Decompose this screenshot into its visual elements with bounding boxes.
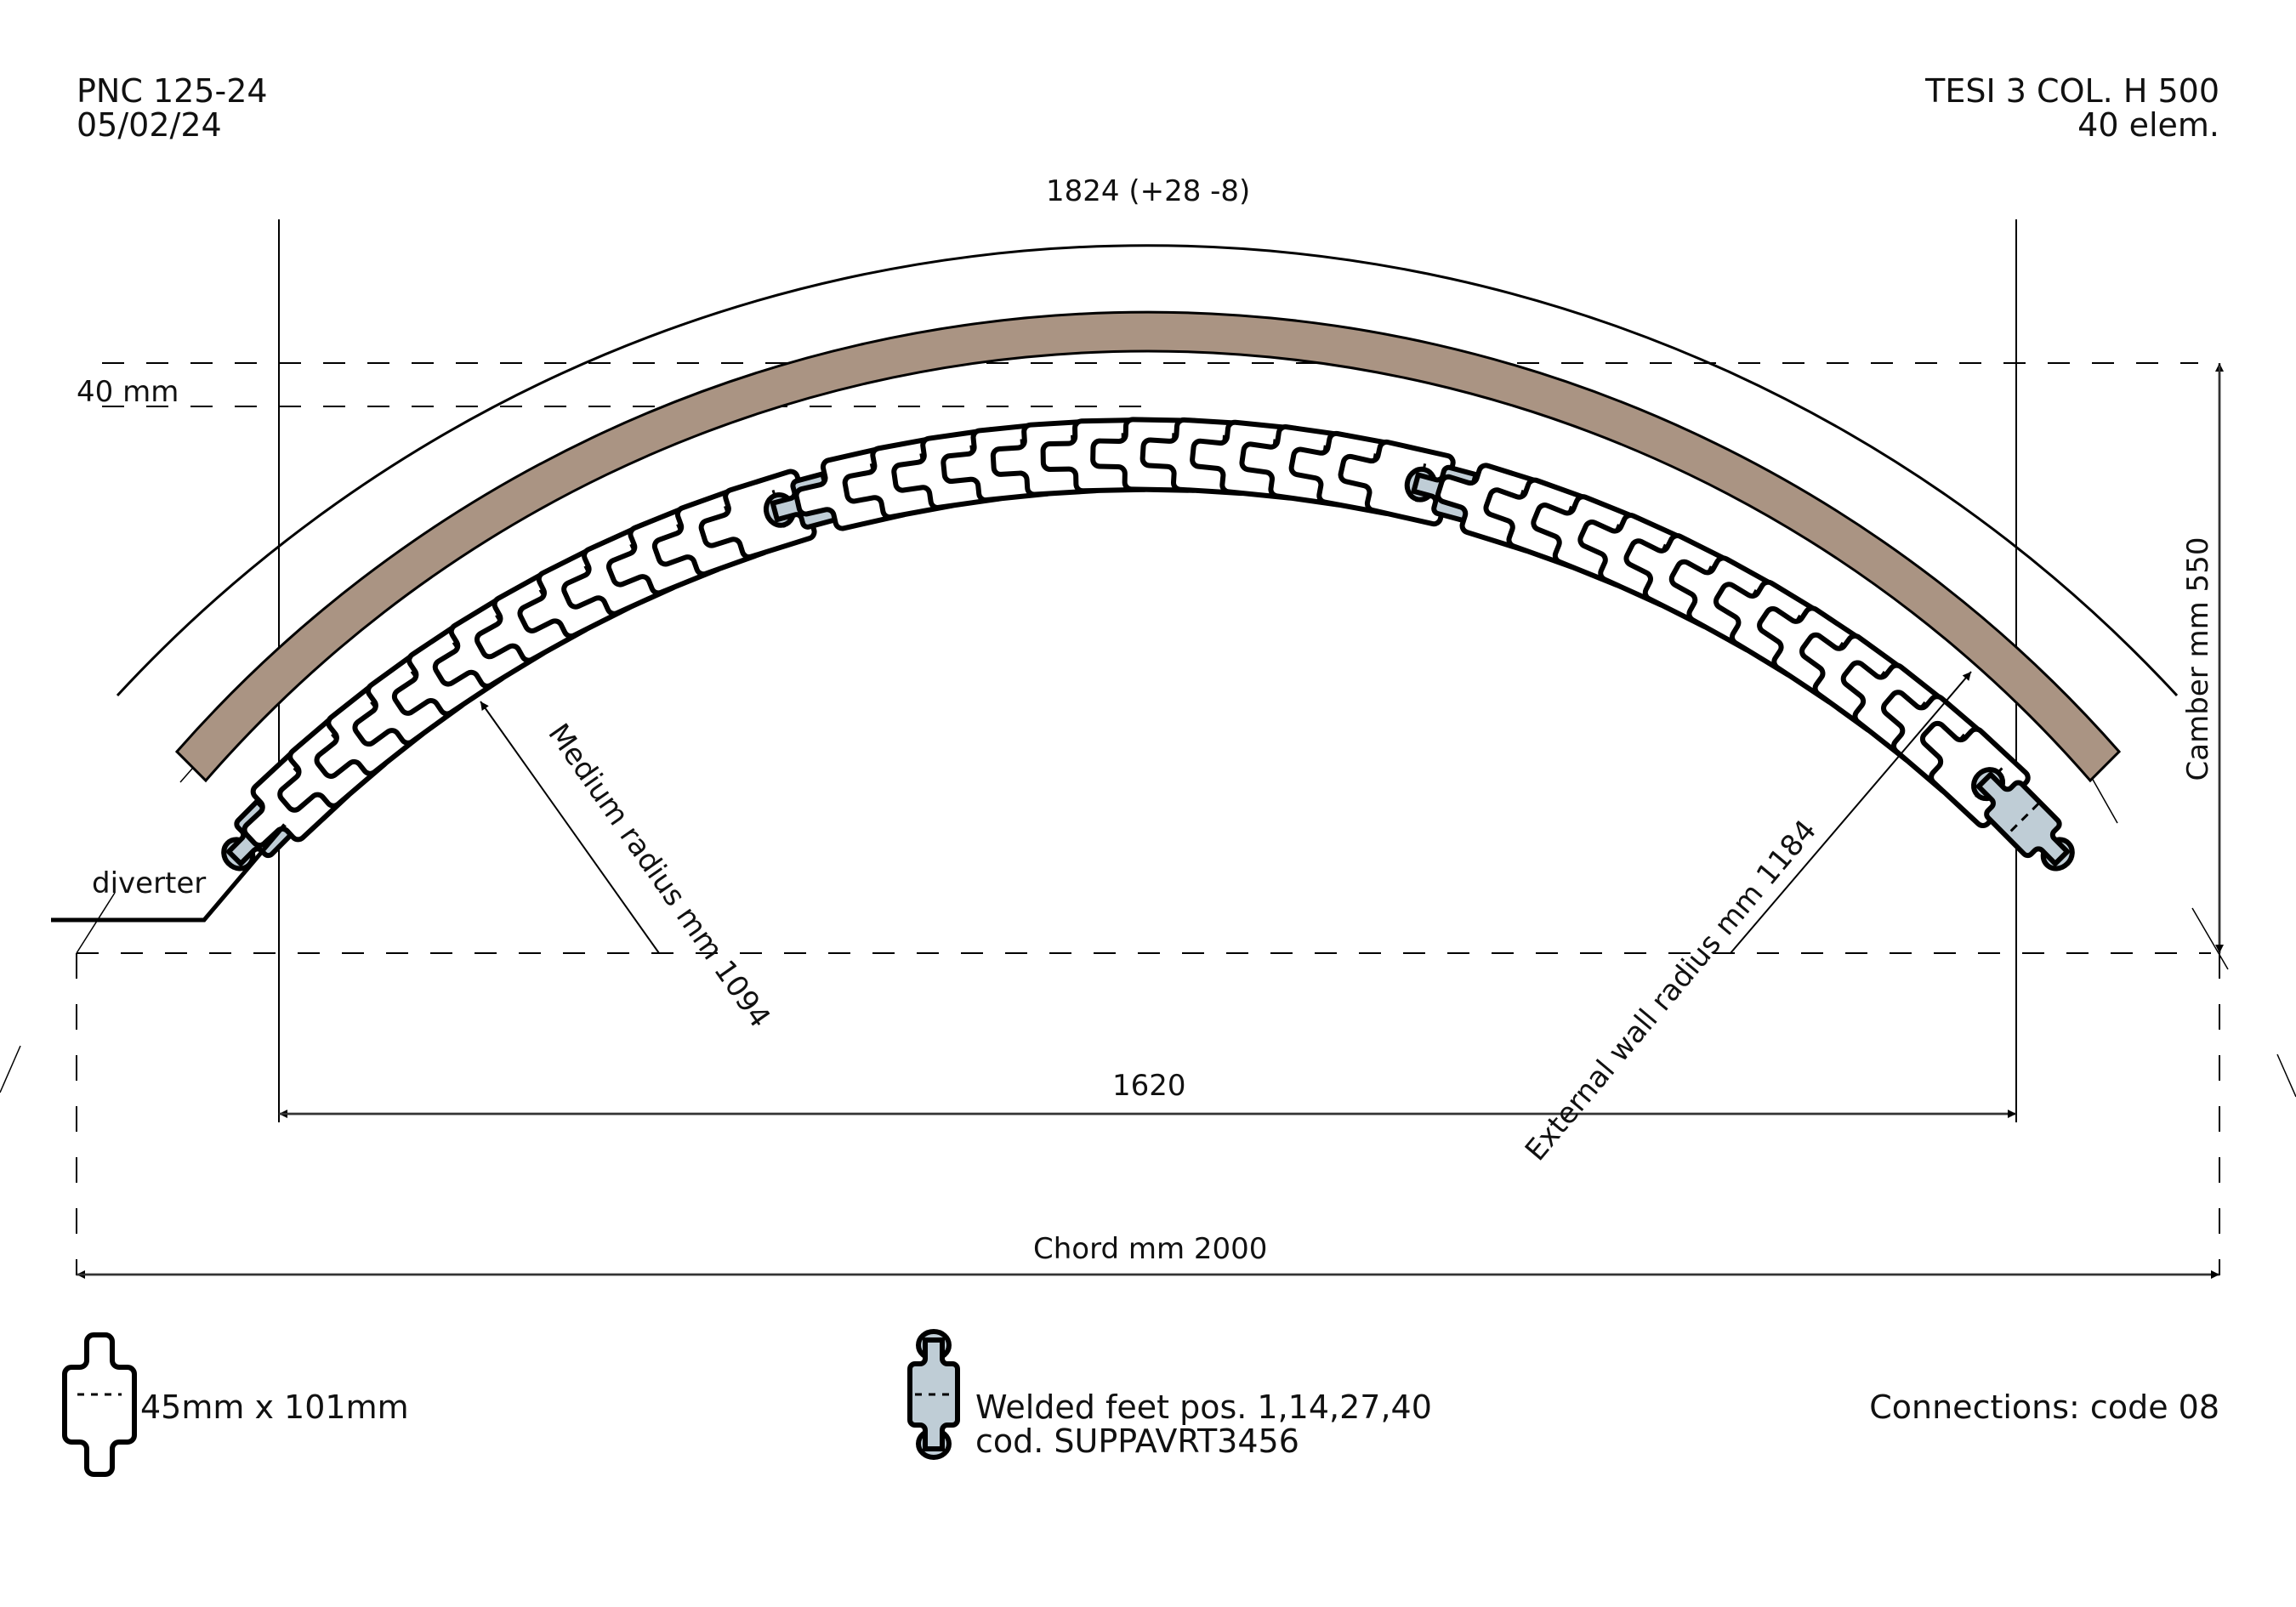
external-wall	[174, 310, 2122, 783]
chord-label: Chord mm 2000	[1033, 1232, 1268, 1266]
diverter-leader	[51, 823, 287, 923]
break-mark-camber	[2191, 907, 2229, 970]
medium-radius-leader	[480, 701, 660, 954]
legend-connections: Connections: code 08	[1869, 1388, 2219, 1426]
break-mark-left	[0, 1045, 21, 1093]
diverter-tick	[76, 892, 116, 954]
chain-element-welded	[1970, 767, 2075, 872]
diverter-label: diverter	[92, 866, 207, 900]
camber-label: Camber mm 550	[2181, 537, 2215, 781]
welded-feet-icon	[907, 1329, 960, 1460]
chain-elements	[221, 417, 2075, 872]
external-radius-leader	[1730, 671, 1972, 954]
break-mark-right	[2276, 1053, 2296, 1098]
drawing-date: 05/02/24	[77, 106, 222, 144]
project-code: PNC 125-24	[77, 72, 268, 110]
element-count: 40 elem.	[2077, 106, 2219, 144]
standard-element-icon	[62, 1332, 137, 1477]
arc-length-label: 1824 (+28 -8)	[1046, 174, 1251, 208]
legend-welded-line1: Welded feet pos. 1,14,27,40	[975, 1388, 1432, 1426]
inner-width-label: 1620	[1112, 1069, 1186, 1103]
outer-reference-arc	[116, 244, 2179, 697]
legend-welded-line2: cod. SUPPAVRT3456	[975, 1422, 1299, 1460]
legend-standard-label: 45mm x 101mm	[140, 1388, 409, 1426]
wall-extension-right	[2091, 777, 2118, 824]
wall-offset-label: 40 mm	[77, 375, 179, 409]
model-name: TESI 3 COL. H 500	[1925, 72, 2219, 110]
